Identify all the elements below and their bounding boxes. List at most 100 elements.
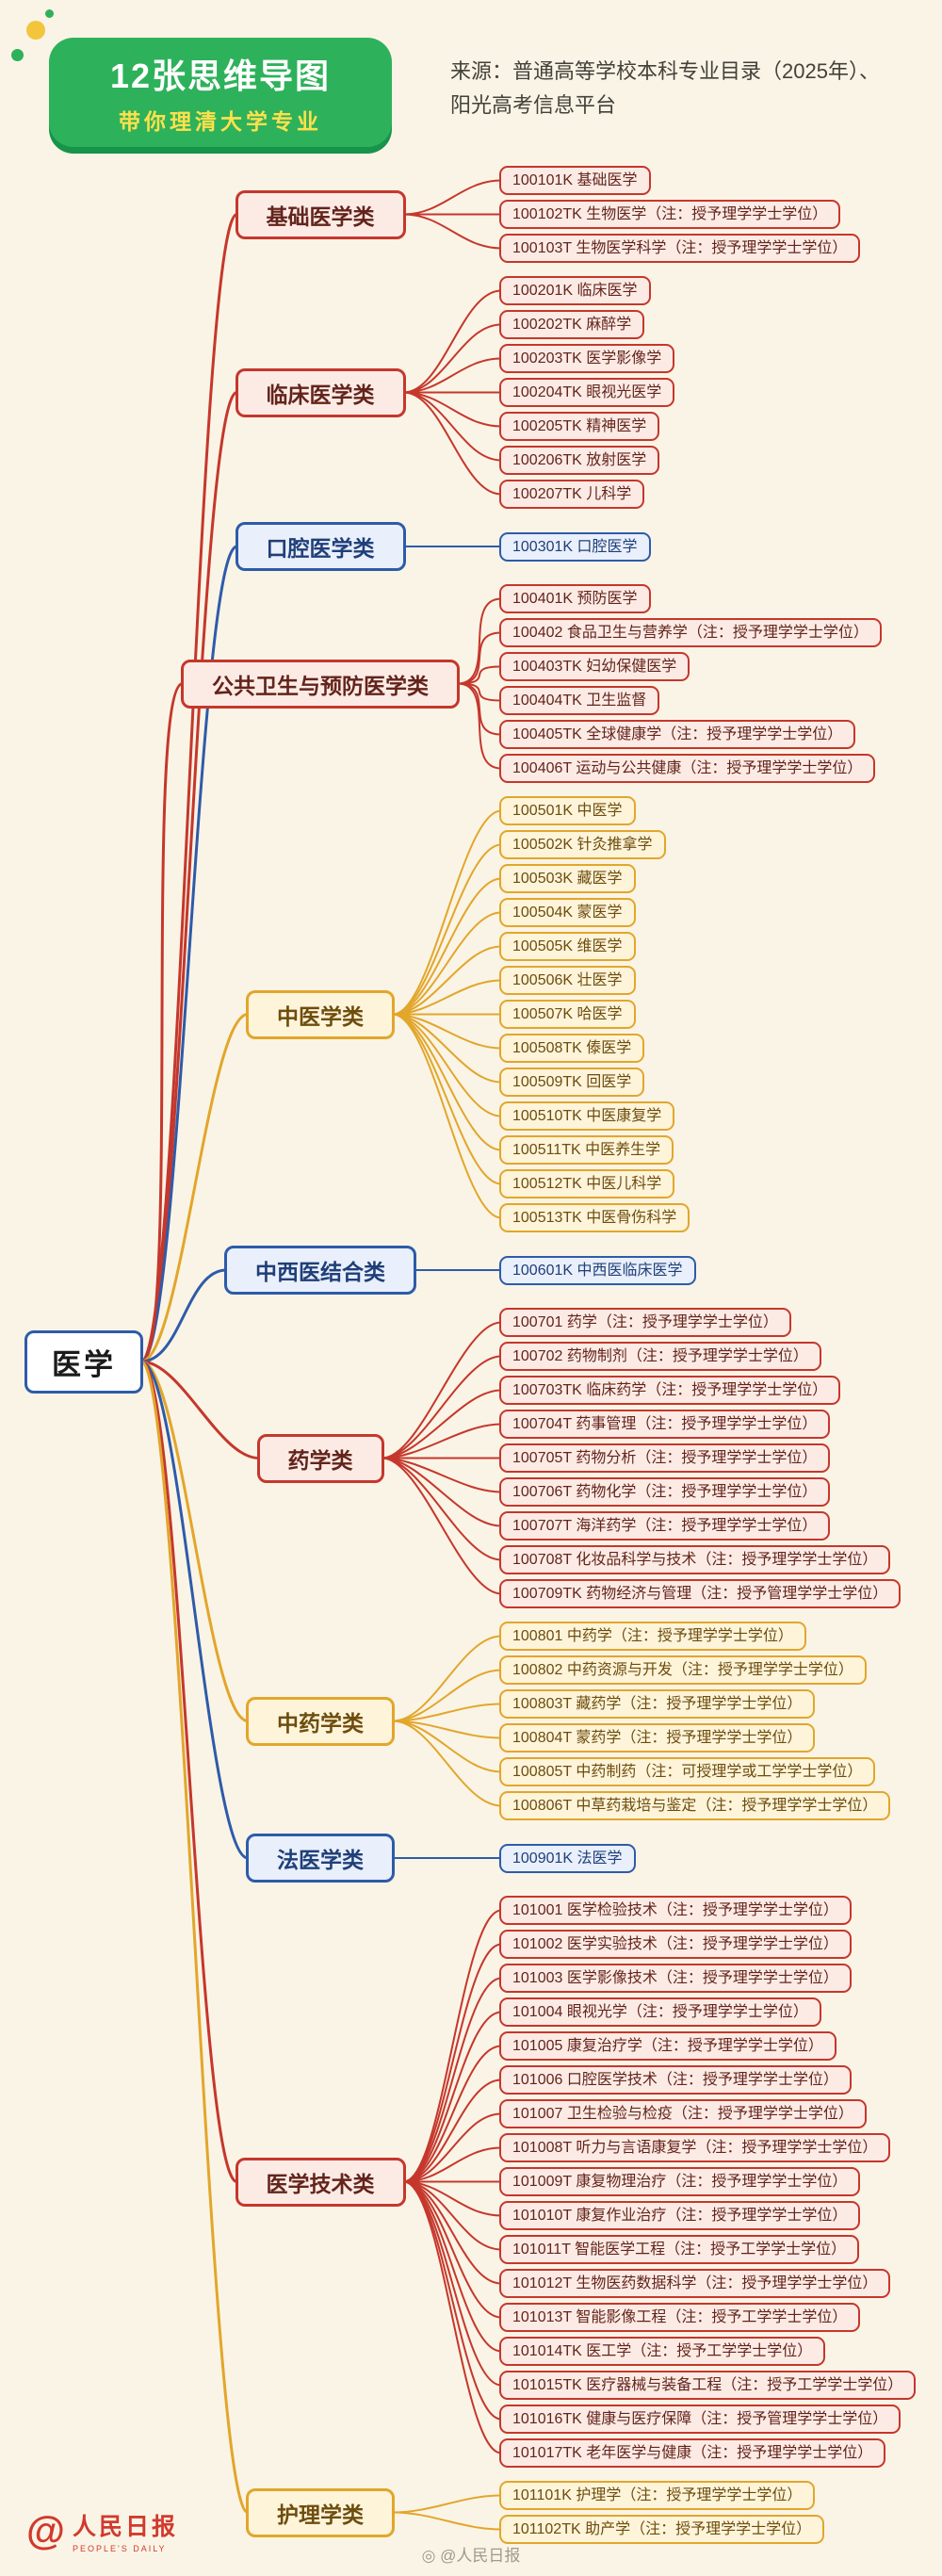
major-item: 100301K 口腔医学 [499,531,651,562]
category-node-medical-technology: 医学技术类 [235,2157,406,2207]
major-item: 100703TK 临床药学（注：授予理学学士学位） [499,1376,841,1405]
major-item: 100505K 维医学 [499,932,636,961]
branch-pharmacy: 药学类 100701 药学（注：授予理学学士学位） 100702 药物制剂（注：授予… [141,1308,942,1608]
at-icon: @ [26,2508,65,2552]
major-item: 101013T 智能影像工程（注：授予工学学士学位） [499,2303,861,2332]
category-node-stomatology: 口腔医学类 [235,522,406,571]
major-item: 101002 医学实验技术（注：授予理学学士学位） [499,1930,852,1959]
major-item: 100502K 针灸推拿学 [499,830,666,859]
major-item: 101011T 智能医学工程（注：授予工学学士学位） [499,2235,860,2264]
major-item: 100406T 运动与公共健康（注：授予理学学士学位） [499,754,876,783]
logo-name: 人民日报 [72,2514,178,2540]
major-item: 100601K 中西医临床医学 [499,1255,696,1285]
major-item: 100404TK 卫生监督 [499,686,660,715]
category-cell: 中西医结合类 [141,1246,499,1295]
category-cell: 中药学类 [141,1696,499,1746]
major-list: 100401K 预防医学 100402 食品卫生与营养学（注：授予理学学士学位） 1… [499,584,942,783]
branch-clinical-medicine: 临床医学类 100201K 临床医学 100202TK 麻醉学 100203TK 医学… [141,276,942,509]
major-item: 100802 中药资源与开发（注：授予理学学士学位） [499,1655,867,1685]
category-cell: 口腔医学类 [141,522,499,571]
major-item: 100102TK 生物医学（注：授予理学学士学位） [499,200,841,229]
category-cell: 临床医学类 [141,367,499,417]
major-item: 100512TK 中医儿科学 [499,1169,675,1198]
major-list: 101001 医学检验技术（注：授予理学学士学位） 101002 医学实验技术（注… [499,1896,942,2468]
major-item: 101015TK 医疗器械与装备工程（注：授予工学学士学位） [499,2371,917,2400]
category-node-clinical-medicine: 临床医学类 [235,367,406,417]
major-item: 100801 中药学（注：授予理学学士学位） [499,1622,806,1651]
major-item: 100202TK 麻醉学 [499,310,645,339]
peoples-daily-logo: @ 人民日报 PEOPLE'S DAILY [26,2508,178,2554]
major-item: 101014TK 医工学（注：授予工学学士学位） [499,2337,826,2366]
major-item: 100709TK 药物经济与管理（注：授予管理学学士学位） [499,1579,901,1608]
major-list: 100801 中药学（注：授予理学学士学位） 100802 中药资源与开发（注：授… [499,1622,942,1820]
major-item: 101008T 听力与言语康复学（注：授予理学学士学位） [499,2133,891,2162]
major-item: 100506K 壮医学 [499,966,636,995]
major-item: 100707T 海洋药学（注：授予理学学士学位） [499,1511,831,1541]
root-node-medicine: 医学 [24,1329,143,1394]
major-item: 101001 医学检验技术（注：授予理学学士学位） [499,1896,852,1925]
major-item: 100501K 中医学 [499,796,636,825]
major-item: 100701 药学（注：授予理学学士学位） [499,1308,791,1337]
category-node-pharmacy: 药学类 [256,1433,384,1483]
major-item: 100706T 药物化学（注：授予理学学士学位） [499,1477,831,1507]
major-item: 100804T 蒙药学（注：授予理学学士学位） [499,1723,816,1753]
major-list: 101101K 护理学（注：授予理学学士学位）101102TK 助产学（注：授予… [499,2481,942,2544]
major-item: 100901K 法医学 [499,1843,636,1873]
major-item: 101006 口腔医学技术（注：授予理学学士学位） [499,2065,852,2095]
category-cell: 基础医学类 [141,189,499,239]
major-item: 101101K 护理学（注：授予理学学士学位） [499,2481,816,2510]
major-item: 100401K 预防医学 [499,584,651,613]
major-item: 100103T 生物医学科学（注：授予理学学士学位） [499,234,861,263]
branch-integrated-medicine: 中西医结合类 100601K 中西医临床医学 [141,1246,942,1295]
major-item: 100507K 哈医学 [499,1000,636,1029]
major-item: 101010T 康复作业治疗（注：授予理学学士学位） [499,2201,861,2230]
logo-subtitle: PEOPLE'S DAILY [72,2544,167,2553]
major-item: 101009T 康复物理治疗（注：授予理学学士学位） [499,2167,861,2196]
major-item: 100201K 临床医学 [499,276,651,305]
major-item: 100702 药物制剂（注：授予理学学士学位） [499,1342,821,1371]
major-item: 100204TK 眼视光医学 [499,378,675,407]
decor-dot-green-small [45,9,54,18]
branch-nursing: 护理学类 101101K 护理学（注：授予理学学士学位）101102TK 助产学（… [141,2481,942,2544]
category-cell: 中医学类 [141,989,499,1039]
major-item: 101007 卫生检验与检疫（注：授予理学学士学位） [499,2099,867,2128]
decor-dot-green [11,49,24,61]
category-cell: 医学技术类 [141,2157,499,2207]
major-item: 101003 医学影像技术（注：授予理学学士学位） [499,1964,852,1993]
major-item: 100511TK 中医养生学 [499,1135,674,1165]
major-item: 100405TK 全球健康学（注：授予理学学士学位） [499,720,856,749]
major-item: 100402 食品卫生与营养学（注：授予理学学士学位） [499,618,882,647]
category-node-forensic-medicine: 法医学类 [246,1834,395,1883]
branch-stomatology: 口腔医学类 100301K 口腔医学 [141,522,942,571]
major-item: 100513TK 中医骨伤科学 [499,1203,690,1232]
major-item: 100508TK 傣医学 [499,1034,645,1063]
badge-subtitle: 带你理清大学专业 [119,109,322,134]
category-node-integrated-medicine: 中西医结合类 [224,1246,416,1295]
logo-text-block: 人民日报 PEOPLE'S DAILY [73,2508,178,2553]
major-item: 100203TK 医学影像学 [499,344,675,373]
category-cell: 法医学类 [141,1834,499,1883]
major-item: 100708T 化妆品科学与技术（注：授予理学学士学位） [499,1545,891,1574]
major-item: 100207TK 儿科学 [499,480,645,509]
major-list: 100701 药学（注：授予理学学士学位） 100702 药物制剂（注：授予理学学… [499,1308,942,1608]
major-list: 100901K 法医学 [499,1843,942,1873]
major-item: 100806T 中草药栽培与鉴定（注：授予理学学士学位） [499,1791,891,1820]
badge-title: 12张思维导图 [109,57,332,95]
major-item: 100205TK 精神医学 [499,412,660,441]
source-note: 来源：普通高等学校本科专业目录（2025年）、 阳光高考信息平台 [450,55,880,122]
category-node-tcm-pharmacy: 中药学类 [246,1696,395,1746]
major-item: 100509TK 回医学 [499,1068,645,1097]
major-list: 100601K 中西医临床医学 [499,1255,942,1285]
major-item: 100705T 药物分析（注：授予理学学士学位） [499,1443,831,1473]
major-item: 100403TK 妇幼保健医学 [499,652,690,681]
category-node-nursing: 护理学类 [246,2487,395,2537]
major-item: 100503K 藏医学 [499,864,636,893]
major-item: 101016TK 健康与医疗保障（注：授予管理学学士学位） [499,2405,901,2434]
major-item: 101012T 生物医药数据科学（注：授予理学学士学位） [499,2269,891,2298]
major-list: 100301K 口腔医学 [499,531,942,562]
